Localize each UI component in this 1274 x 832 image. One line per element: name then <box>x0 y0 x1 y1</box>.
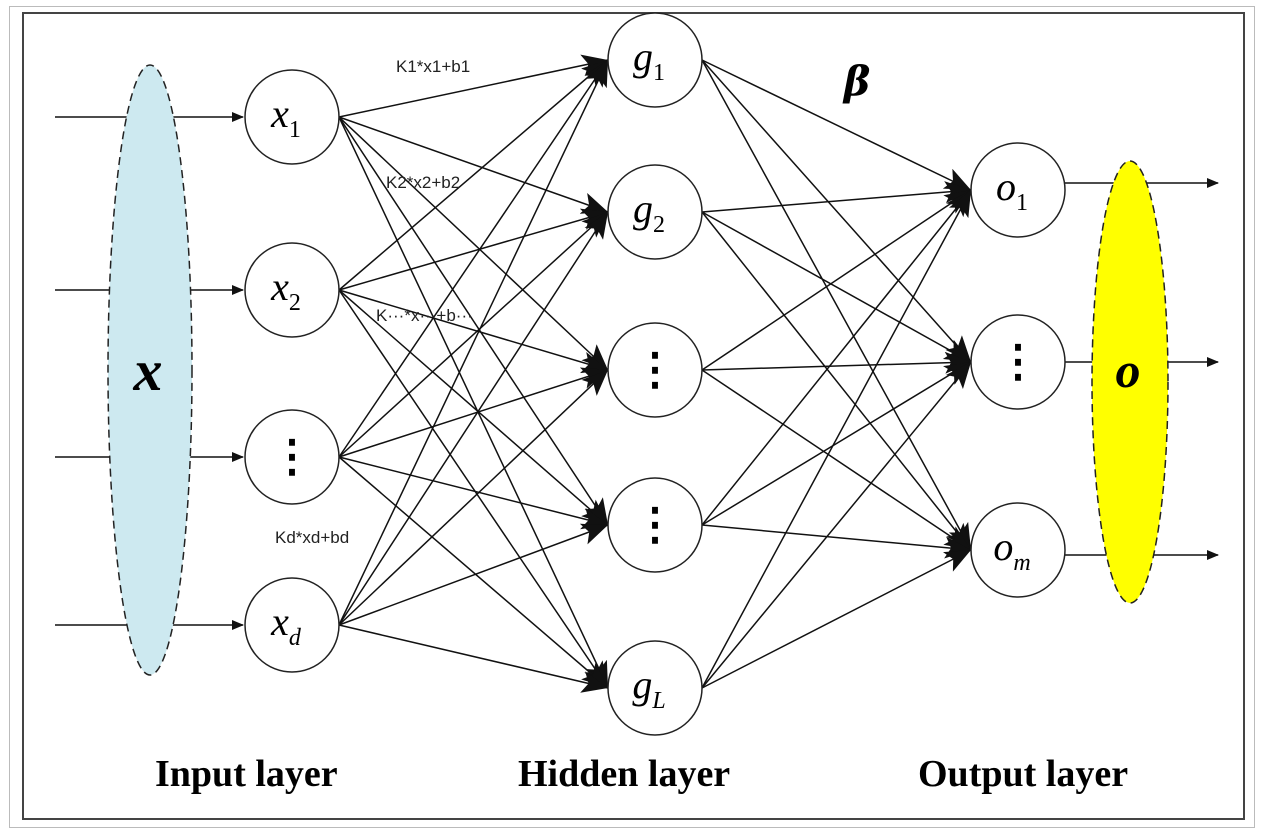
edge-hidden2-output2 <box>701 211 972 363</box>
input-node-2: x2 <box>244 242 340 338</box>
edge-input2-hidden3 <box>338 289 609 374</box>
input-node-subscript: d <box>289 625 302 651</box>
output-vector-ellipse <box>1091 160 1169 604</box>
hidden-node-subscript: L <box>651 688 665 714</box>
hidden-node-2: g2 <box>607 164 703 260</box>
edge-input4-hidden5 <box>338 624 609 693</box>
output-layer-label: Output layer <box>918 753 1129 795</box>
input-node-subscript: 2 <box>289 290 301 316</box>
edge-hidden1-output1 <box>701 59 972 191</box>
edge-input3-hidden3 <box>338 367 609 458</box>
input-symbol: x <box>133 338 163 403</box>
edge-input1-hidden2 <box>338 116 609 214</box>
output-node-label: ⋮ <box>996 337 1040 386</box>
input-node-label: x1 <box>270 91 301 143</box>
input-node-1: x1 <box>244 69 340 165</box>
edge-hidden5-output2 <box>701 361 972 689</box>
hidden-node-subscript: 1 <box>653 60 665 86</box>
edge-input4-hidden4 <box>338 523 609 626</box>
edge-input3-hidden1 <box>338 59 609 458</box>
diagram-border <box>22 12 1245 820</box>
output-node-label: om <box>993 524 1030 576</box>
edge-hidden4-output1 <box>701 189 972 526</box>
edge-hidden1-output3 <box>701 59 972 551</box>
edge-input1-hidden5 <box>338 116 609 689</box>
edge-hidden3-output3 <box>701 369 972 551</box>
edge-hidden2-output1 <box>701 181 972 213</box>
output-node-2: ⋮ <box>970 314 1066 410</box>
hidden-node-3: ⋮ <box>607 322 703 418</box>
edge-hidden5-output1 <box>701 189 972 689</box>
input-node-3: ⋮ <box>244 409 340 505</box>
output-node-1: o1 <box>970 142 1066 238</box>
hidden-node-1: g1 <box>607 12 703 108</box>
edge-input2-hidden1 <box>338 59 609 291</box>
edge-input4-hidden2 <box>338 211 609 626</box>
edge-input3-hidden4 <box>338 456 609 530</box>
edge-input4-hidden1 <box>338 59 609 626</box>
edge-input2-hidden4 <box>338 289 609 526</box>
input-node-subscript: 1 <box>289 117 301 143</box>
edge-hidden2-output3 <box>701 211 972 551</box>
edge-input4-hidden3 <box>338 369 609 626</box>
hidden-node-label: ⋮ <box>633 345 677 394</box>
hidden-node-4: ⋮ <box>607 477 703 573</box>
edge-label-2: K2*x2+b2 <box>386 173 461 192</box>
edge-input3-hidden2 <box>338 211 609 458</box>
edge-input1-hidden1 <box>338 54 609 118</box>
input-node-4: xd <box>244 577 340 673</box>
output-node-3: om <box>970 502 1066 598</box>
output-symbol: o <box>1116 342 1141 398</box>
weights-symbol: β <box>842 58 871 105</box>
edge-input1-hidden3 <box>338 116 609 371</box>
edge-label-mid: K···*x···+b··· <box>376 306 473 325</box>
hidden-layer-label: Hidden layer <box>518 753 731 795</box>
edge-input2-hidden5 <box>338 289 609 689</box>
edge-label-1: K1*x1+b1 <box>396 57 471 76</box>
output-node-subscript: 1 <box>1016 190 1028 216</box>
edge-label-d: Kd*xd+bd <box>275 528 350 547</box>
edge-hidden3-output1 <box>701 189 972 371</box>
edge-input3-hidden5 <box>338 456 609 689</box>
input-node-label: ⋮ <box>270 432 314 481</box>
input-vector-ellipse <box>107 64 193 676</box>
edge-input2-hidden2 <box>338 208 609 291</box>
edge-hidden4-output2 <box>701 361 972 526</box>
hidden-node-subscript: 2 <box>653 212 665 238</box>
edge-hidden3-output2 <box>701 351 972 374</box>
hidden-node-5: gL <box>607 640 703 736</box>
slide-outer-frame <box>9 6 1255 828</box>
output-node-subscript: m <box>1013 550 1030 576</box>
edge-hidden4-output3 <box>701 524 972 559</box>
input-layer-label: Input layer <box>155 753 338 795</box>
edge-hidden5-output3 <box>701 549 972 689</box>
edge-input1-hidden4 <box>338 116 609 526</box>
edge-hidden1-output2 <box>701 59 972 363</box>
hidden-node-label: ⋮ <box>633 500 677 549</box>
